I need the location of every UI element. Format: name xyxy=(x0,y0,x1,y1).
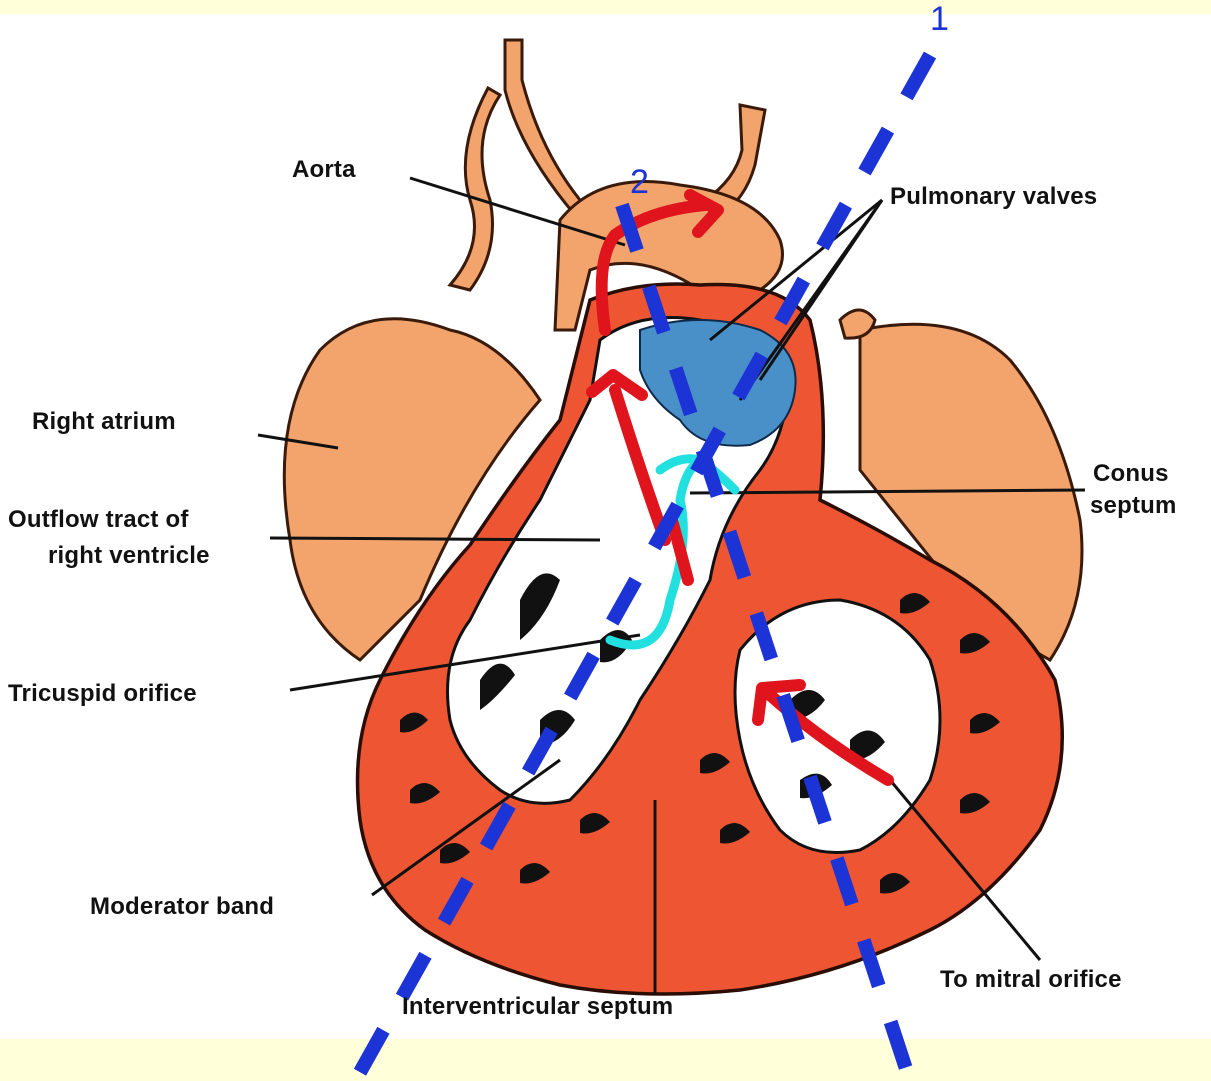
plane-marker-1: 1 xyxy=(930,2,949,36)
label-interventricular-septum: Interventricular septum xyxy=(402,993,673,1020)
label-right-atrium: Right atrium xyxy=(32,408,176,435)
label-moderator-band: Moderator band xyxy=(90,893,274,920)
label-outflow-line2: right ventricle xyxy=(48,542,210,569)
label-to-mitral-orifice: To mitral orifice xyxy=(940,966,1122,993)
label-aorta: Aorta xyxy=(292,156,356,183)
label-conus-line1: Conus xyxy=(1093,460,1169,487)
label-pulmonary-valves: Pulmonary valves xyxy=(890,183,1097,210)
label-outflow-line1: Outflow tract of xyxy=(8,506,189,533)
plane-marker-2: 2 xyxy=(630,165,649,199)
label-conus-line2: septum xyxy=(1090,492,1177,519)
label-tricuspid-orifice: Tricuspid orifice xyxy=(8,680,197,707)
